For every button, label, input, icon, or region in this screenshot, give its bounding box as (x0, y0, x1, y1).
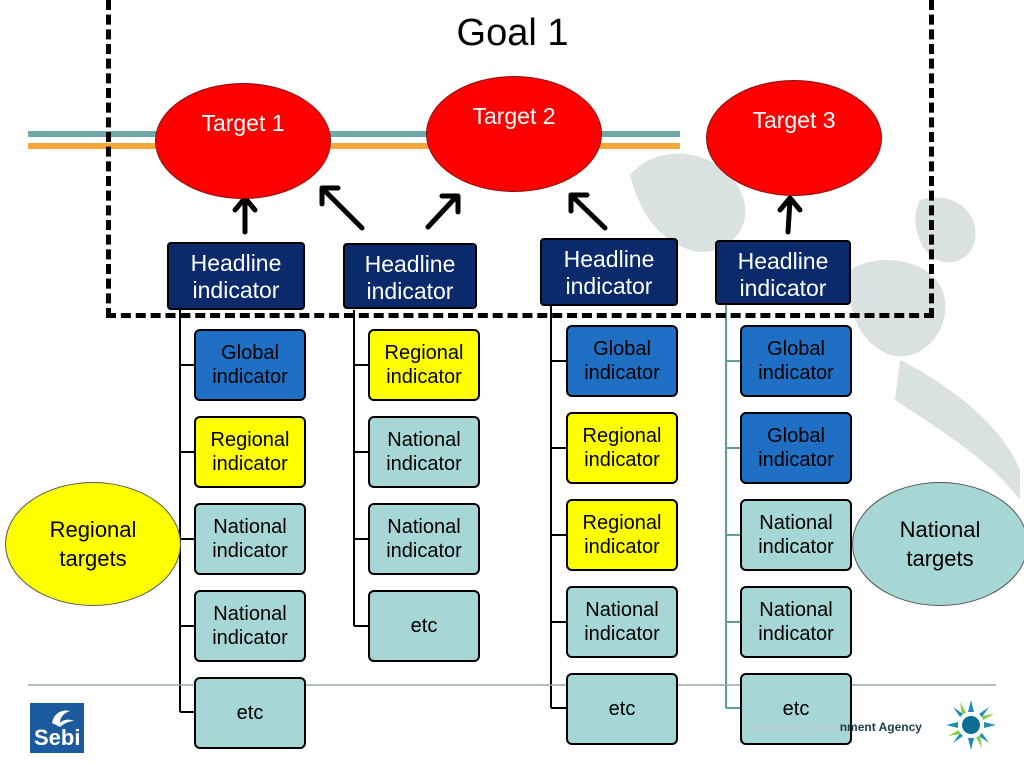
callout-line1: National (899, 517, 981, 542)
indicator-line2: indicator (386, 540, 462, 562)
target-1-label: Target 1 (201, 110, 285, 136)
indicator-line2: indicator (212, 627, 288, 649)
callout-line1: Regional (49, 517, 137, 542)
indicator-line1: Regional (384, 342, 464, 364)
eea-sun-icon (946, 700, 996, 750)
indicator-line1: etc (608, 698, 636, 720)
headline-line2: indicator (565, 273, 653, 299)
indicator-line1: Global (593, 338, 651, 360)
arrow-col3-to-target2 (568, 192, 608, 231)
arrows (232, 185, 803, 235)
headline-indicator-col4: Headline indicator (715, 240, 851, 305)
col1-indicator-5-etc: etc (194, 677, 306, 749)
indicator-line2: indicator (212, 540, 288, 562)
sebi-logo: Sebi (30, 703, 84, 753)
indicator-line2: indicator (584, 623, 660, 645)
headline-line1: Headline (364, 251, 456, 277)
indicator-line2: indicator (212, 453, 288, 475)
headline-indicator-col3: Headline indicator (540, 238, 678, 306)
indicator-line1: Regional (582, 512, 662, 534)
indicator-line1: Regional (582, 425, 662, 447)
regional-targets-callout: Regional targets (5, 482, 181, 606)
arrow-col2-to-target2 (425, 193, 461, 230)
sebi-bird-icon (52, 710, 74, 727)
goal-boundary (106, 0, 934, 318)
eea-wordmark-suffix: nment Agency (839, 720, 922, 734)
indicator-line1: National (387, 516, 461, 538)
target-1-node: Target 1 (155, 83, 331, 199)
col2-indicator-4-etc: etc (368, 590, 480, 662)
col3-indicator-5-etc: etc (566, 673, 678, 745)
connector-col4 (725, 305, 740, 709)
tree-connectors (179, 305, 566, 713)
headline-line2: indicator (192, 277, 280, 303)
indicator-line2: indicator (386, 453, 462, 475)
indicator-line1: National (213, 516, 287, 538)
indicator-line1: Global (221, 342, 279, 364)
indicator-line2: indicator (386, 366, 462, 388)
indicator-line2: indicator (212, 366, 288, 388)
target-3-node: Target 3 (706, 80, 882, 196)
indicator-line2: indicator (758, 623, 834, 645)
indicator-line1: Global (767, 338, 825, 360)
headline-line1: Headline (563, 246, 655, 272)
arrow-col2-to-target1 (319, 185, 365, 231)
indicator-line2: indicator (584, 536, 660, 558)
headline-line2: indicator (739, 275, 827, 301)
indicator-line1: etc (236, 702, 264, 724)
eea-wordmark-prefix: European Envir (757, 720, 840, 734)
callout-line2: targets (59, 546, 127, 571)
eea-wordmark: European Envirnment Agency (757, 720, 922, 734)
indicator-line1: National (759, 512, 833, 534)
indicator-line2: indicator (758, 449, 834, 471)
target-2-node: Target 2 (426, 76, 602, 192)
target-2-label: Target 2 (472, 103, 556, 129)
national-targets-callout: National targets (852, 482, 1024, 606)
connector-col2 (353, 310, 368, 627)
indicator-line1: etc (782, 698, 810, 720)
indicator-line1: National (585, 599, 659, 621)
indicator-line2: indicator (584, 362, 660, 384)
orange-stripe (28, 143, 680, 149)
headline-line2: indicator (366, 278, 454, 304)
headline-line1: Headline (190, 250, 282, 276)
target-3-label: Target 3 (752, 107, 836, 133)
goal-title: Goal 1 (456, 12, 569, 54)
headline-indicator-col2: Headline indicator (343, 243, 477, 309)
indicator-line2: indicator (758, 362, 834, 384)
indicator-line2: indicator (584, 449, 660, 471)
arrow-col4-to-target3 (777, 195, 803, 235)
connector-col1 (179, 310, 194, 713)
indicator-line2: indicator (758, 536, 834, 558)
col4-indicator-5-etc: etc (740, 673, 852, 745)
indicator-line1: etc (410, 615, 438, 637)
sebi-logo-text: Sebi (34, 725, 81, 750)
headline-line1: Headline (737, 248, 829, 274)
callout-line2: targets (906, 546, 974, 571)
teal-stripe (28, 131, 680, 137)
indicator-line1: Global (767, 425, 825, 447)
indicator-line1: National (213, 603, 287, 625)
connector-col3 (550, 305, 566, 709)
indicator-line1: National (387, 429, 461, 451)
indicator-line1: National (759, 599, 833, 621)
headline-indicator-col1: Headline indicator (167, 242, 305, 310)
indicator-line1: Regional (210, 429, 290, 451)
